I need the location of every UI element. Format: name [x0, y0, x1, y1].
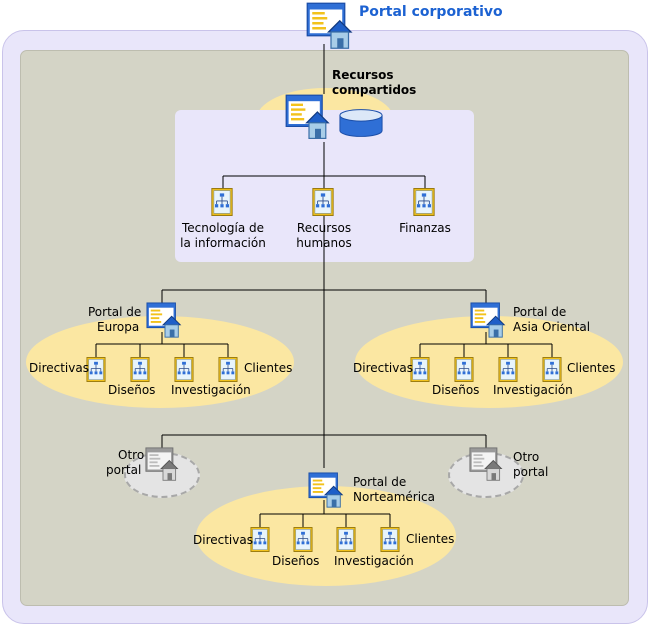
asia-site-label: Clientes: [567, 361, 616, 375]
site-label-finance: Finanzas: [399, 221, 451, 235]
shared-resources-label: Recursos compartidos: [332, 68, 417, 97]
north-america-ellipse: [196, 486, 456, 586]
site-icon[interactable]: [250, 527, 270, 552]
europe-site-label: Diseños: [108, 383, 156, 397]
site-icon[interactable]: [454, 357, 474, 382]
north-america-site-label: Investigación: [334, 554, 414, 568]
other-portal-right-icon[interactable]: [468, 447, 506, 483]
site-icon[interactable]: [218, 357, 238, 382]
site-icon[interactable]: [410, 357, 430, 382]
europe-site-label: Investigación: [171, 383, 251, 397]
europe-ellipse: [26, 316, 294, 408]
site-icon[interactable]: [311, 188, 335, 216]
north-america-site-label: Diseños: [272, 554, 320, 568]
other-portal-right-label: Otro portal: [513, 450, 549, 479]
asia-site-label: Directivas: [353, 361, 413, 375]
other-portal-left-icon[interactable]: [144, 447, 182, 483]
other-portal-left-label: Otro portal: [106, 448, 145, 477]
site-icon[interactable]: [380, 527, 400, 552]
site-icon[interactable]: [412, 188, 436, 216]
asia-portal-icon[interactable]: [469, 302, 509, 340]
asia-portal-label: Portal de Asia Oriental: [513, 305, 591, 334]
north-america-portal-icon[interactable]: [307, 472, 347, 510]
europe-portal-icon[interactable]: [145, 302, 185, 340]
north-america-site-label: Clientes: [406, 532, 455, 546]
site-icon[interactable]: [210, 188, 234, 216]
asia-site-label: Diseños: [432, 383, 480, 397]
north-america-site-label: Directivas: [193, 533, 253, 547]
site-icon[interactable]: [130, 357, 150, 382]
site-icon[interactable]: [336, 527, 356, 552]
europe-site-label: Directivas: [29, 361, 89, 375]
site-label-it: Tecnología de la información: [180, 221, 266, 250]
site-icon[interactable]: [293, 527, 313, 552]
north-america-portal-label: Portal de Norteamérica: [353, 475, 435, 504]
europe-site-label: Clientes: [244, 361, 293, 375]
corporate-portal-icon[interactable]: [304, 2, 358, 52]
europe-portal-label: Portal de Europa: [88, 305, 142, 334]
site-icon[interactable]: [86, 357, 106, 382]
database-icon: [338, 108, 384, 138]
site-icon[interactable]: [174, 357, 194, 382]
page-title: Portal corporativo: [359, 4, 503, 20]
shared-resources-portal-icon[interactable]: [284, 94, 334, 142]
site-icon[interactable]: [542, 357, 562, 382]
asia-site-label: Investigación: [493, 383, 573, 397]
site-icon[interactable]: [498, 357, 518, 382]
site-label-hr: Recursos humanos: [296, 221, 352, 250]
